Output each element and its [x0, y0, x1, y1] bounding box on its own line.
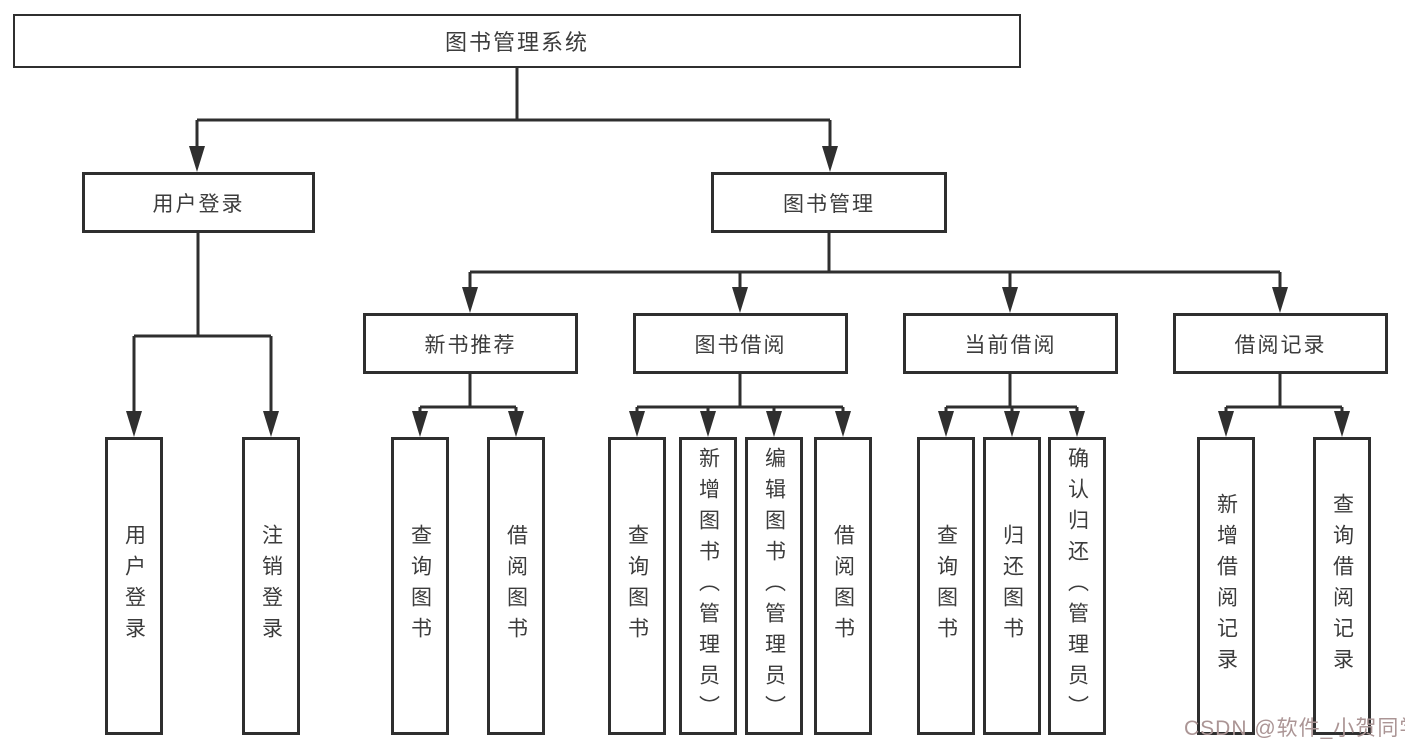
node-new-book-recommendation: 新书推荐 — [363, 313, 578, 374]
node-book-management: 图书管理 — [711, 172, 947, 233]
leaf-add-book-admin: 新增图书（管理员） — [679, 437, 737, 735]
leaf-add-borrow-record: 新增借阅记录 — [1197, 437, 1255, 735]
watermark: CSDN @软件_小贺同学 — [1184, 717, 1405, 740]
leaf-edit-book-admin: 编辑图书（管理员） — [745, 437, 803, 735]
leaf-query-books-borrow: 查询图书 — [608, 437, 666, 735]
leaf-query-books-recommend: 查询图书 — [391, 437, 449, 735]
leaf-user-login: 用户登录 — [105, 437, 163, 735]
node-user-login-module: 用户登录 — [82, 172, 315, 233]
leaf-return-book: 归还图书 — [983, 437, 1041, 735]
leaf-query-borrow-record: 查询借阅记录 — [1313, 437, 1371, 735]
leaf-logout: 注销登录 — [242, 437, 300, 735]
node-book-borrowing: 图书借阅 — [633, 313, 848, 374]
node-borrowing-records: 借阅记录 — [1173, 313, 1388, 374]
leaf-confirm-return-admin: 确认归还（管理员） — [1048, 437, 1106, 735]
node-root: 图书管理系统 — [13, 14, 1021, 68]
node-current-borrowing: 当前借阅 — [903, 313, 1118, 374]
leaf-borrow-books-recommend: 借阅图书 — [487, 437, 545, 735]
leaf-query-books-current: 查询图书 — [917, 437, 975, 735]
leaf-borrow-books-borrow: 借阅图书 — [814, 437, 872, 735]
